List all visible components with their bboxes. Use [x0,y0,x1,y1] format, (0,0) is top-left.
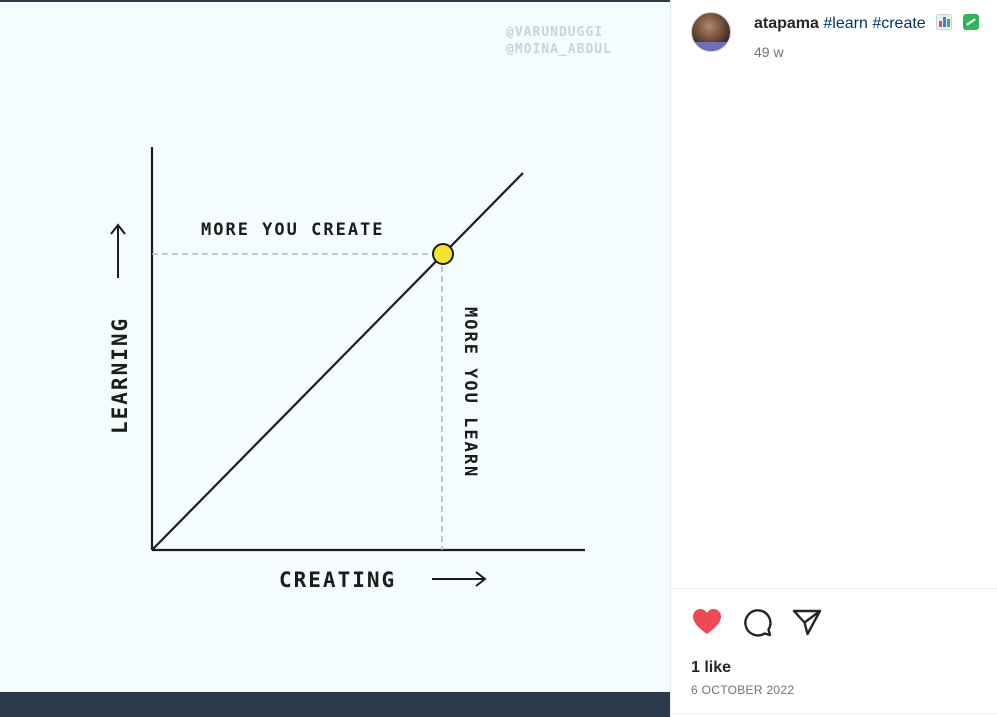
y-axis-label: LEARNING [108,317,132,434]
watermark-line-2: @MOINA_ABDUL [506,42,612,57]
actions-divider [671,588,997,589]
username-link[interactable]: atapama [754,15,819,32]
hashtag-learn[interactable]: #learn [823,15,868,32]
image-bottom-bar [0,692,670,717]
diagonal-line [151,172,524,551]
heart-icon[interactable] [691,606,723,638]
annotation-more-you-learn: MORE YOU LEARN [460,307,480,478]
likes-count[interactable]: 1 like [691,659,732,676]
hashtag-create[interactable]: #create [872,15,926,32]
post-side-panel: atapama #learn #create 49 w 1 like 6 OCT… [670,0,997,717]
learning-creating-figure: @VARUNDUGGI @MOINA_ABDUL MORE YOU CREATE… [108,25,612,592]
y-axis-arrow [110,223,126,278]
chart-increasing-icon [962,14,979,30]
user-avatar[interactable] [691,12,731,52]
comment-icon[interactable] [741,606,773,638]
post-image: @VARUNDUGGI @MOINA_ABDUL MORE YOU CREATE… [0,2,670,692]
post-caption: atapama #learn #create [754,14,979,33]
annotation-more-you-create: MORE YOU CREATE [201,220,385,240]
x-axis-arrow [432,571,487,587]
image-top-border [0,0,670,2]
share-icon[interactable] [791,606,823,638]
x-axis-label: CREATING [279,568,396,592]
watermark-line-1: @VARUNDUGGI [506,25,603,40]
post-age[interactable]: 49 w [754,44,784,60]
comment-divider [671,713,997,714]
bar-chart-icon [936,14,953,30]
post-date[interactable]: 6 OCTOBER 2022 [691,683,795,697]
intersection-marker [432,243,454,265]
